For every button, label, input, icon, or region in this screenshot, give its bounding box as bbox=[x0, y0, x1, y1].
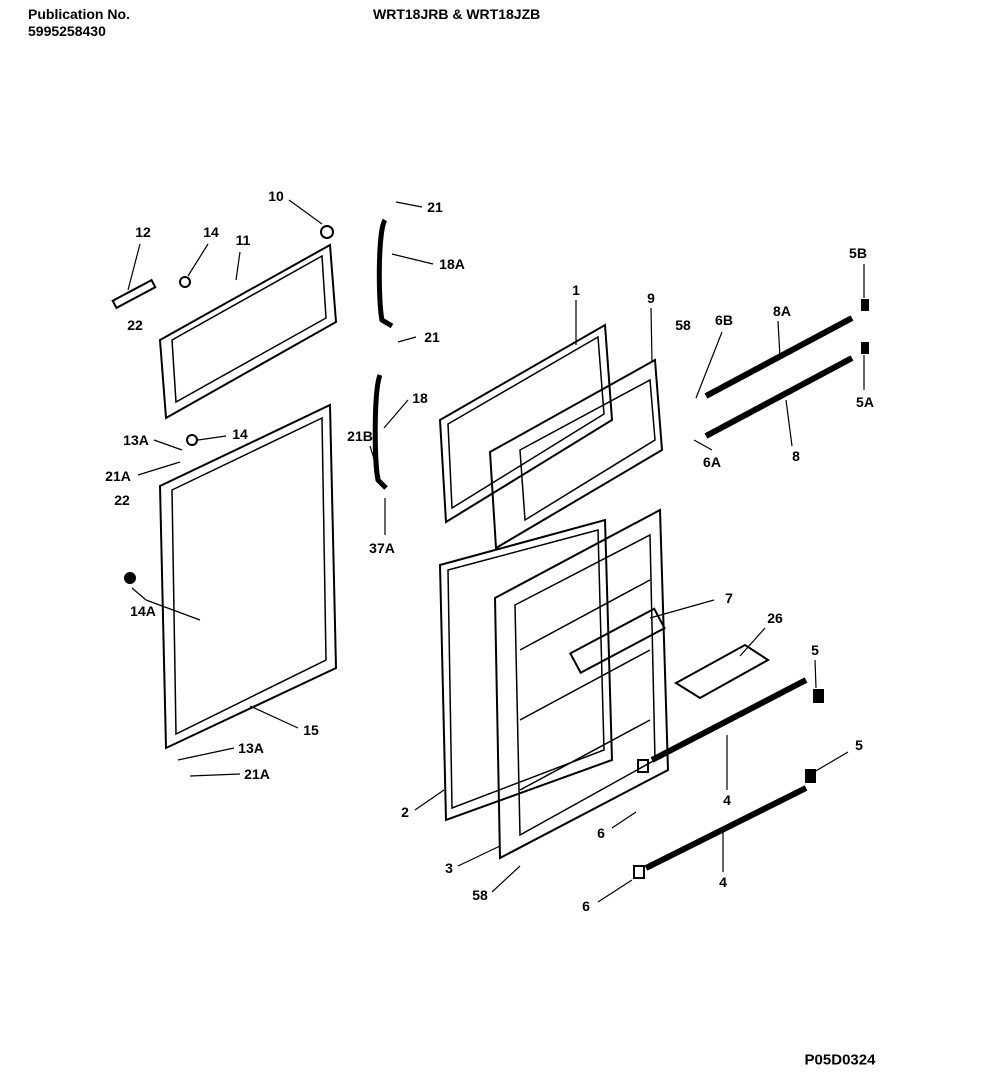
callout-label: 12 bbox=[135, 224, 151, 240]
callout-label: 5A bbox=[856, 394, 874, 410]
callout-label: 21 bbox=[424, 329, 440, 345]
fresh-food-door-panel bbox=[158, 403, 338, 750]
callout-label: 5 bbox=[811, 642, 819, 658]
callout-label: 13A bbox=[238, 740, 264, 756]
callout-label: 7 bbox=[725, 590, 733, 606]
callout-label: 22 bbox=[114, 492, 130, 508]
callout-label: 11 bbox=[235, 232, 251, 248]
callout-label: 10 bbox=[268, 188, 284, 204]
callout-label: 21A bbox=[244, 766, 270, 782]
callout-label: 6B bbox=[715, 312, 733, 328]
callout-label: 15 bbox=[303, 722, 319, 738]
diagram-code: P05D0324 bbox=[804, 1051, 876, 1069]
callout-label: 4 bbox=[723, 792, 731, 808]
callout-label: 6 bbox=[597, 825, 605, 841]
callout-label: 18 bbox=[412, 390, 428, 406]
callout-label: 22 bbox=[127, 317, 143, 333]
egg-tray bbox=[674, 643, 770, 700]
fresh-food-gasket bbox=[438, 518, 614, 822]
callout-label: 9 bbox=[647, 290, 655, 306]
callout-label: 1 bbox=[572, 282, 580, 298]
callout-label: 8 bbox=[792, 448, 800, 464]
freezer-door-panel bbox=[158, 243, 338, 420]
freezer-gasket bbox=[438, 323, 614, 524]
callout-label: 58 bbox=[472, 887, 488, 903]
callout-label: 5 bbox=[855, 737, 863, 753]
callout-label: 37A bbox=[369, 540, 395, 556]
callout-label: 5B bbox=[849, 245, 867, 261]
callout-label: 14A bbox=[130, 603, 156, 619]
callout-label: 13A bbox=[123, 432, 149, 448]
publication-label: Publication No. bbox=[28, 6, 130, 22]
callout-label: 21A bbox=[105, 468, 131, 484]
fresh-food-inner-door bbox=[493, 508, 670, 860]
callout-label: 26 bbox=[767, 610, 783, 626]
callout-label: 8A bbox=[773, 303, 791, 319]
callout-label: 3 bbox=[445, 860, 453, 876]
freezer-inner-door bbox=[488, 358, 664, 550]
callout-label: 18A bbox=[439, 256, 465, 272]
callout-label: 14 bbox=[232, 426, 248, 442]
callout-label: 4 bbox=[719, 874, 727, 890]
callout-label: 21B bbox=[347, 428, 373, 444]
callout-label: 2 bbox=[401, 804, 409, 820]
callout-label: 6 bbox=[582, 898, 590, 914]
callout-label: 21 bbox=[427, 199, 443, 215]
callout-label: 6A bbox=[703, 454, 721, 470]
publication-number: 5995258430 bbox=[28, 23, 106, 39]
callout-label: 58 bbox=[675, 317, 691, 333]
callout-label: 14 bbox=[203, 224, 219, 240]
model-numbers: WRT18JRB & WRT18JZB bbox=[373, 6, 541, 22]
